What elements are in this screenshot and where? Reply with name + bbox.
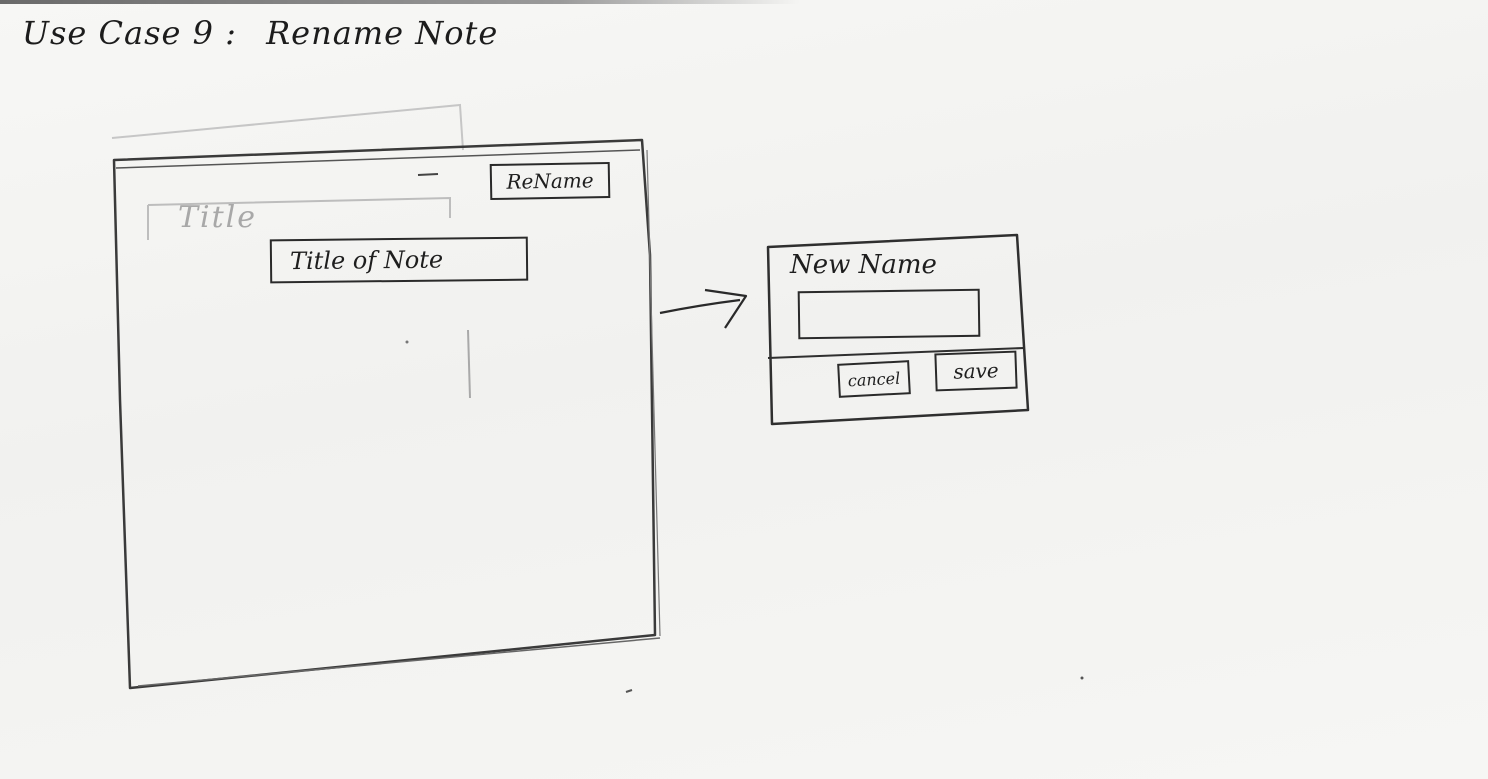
use-case-heading: Use Case 9 : Rename Note	[22, 14, 498, 52]
dialog-footer-divider	[767, 347, 1025, 359]
note-window-bottom-double	[137, 637, 661, 687]
use-case-number: Use Case 9 :	[22, 14, 237, 52]
faint-vertical-stroke	[467, 329, 471, 399]
save-button[interactable]: save	[934, 350, 1018, 392]
rename-dialog-title: New Name	[790, 250, 937, 280]
use-case-name: Rename Note	[266, 14, 499, 52]
paper-speck	[1080, 676, 1084, 680]
rename-dialog-frame	[766, 233, 1030, 426]
paper-speck	[405, 340, 409, 344]
rename-button[interactable]: ReName	[489, 161, 611, 201]
pen-mark	[417, 173, 439, 176]
paper-speck	[625, 689, 633, 693]
ghost-title-label: Title	[178, 200, 258, 235]
paper-top-edge	[0, 0, 800, 4]
faint-inner-box	[147, 196, 451, 240]
transition-arrow-head	[704, 288, 748, 329]
note-title-field[interactable]: Title of Note	[269, 236, 529, 284]
note-window-frame-double	[115, 149, 641, 169]
cancel-button[interactable]: cancel	[837, 360, 911, 398]
note-window-right-double	[646, 149, 661, 637]
faint-back-sheet	[111, 103, 464, 151]
new-name-input[interactable]	[797, 288, 981, 340]
note-window-frame	[112, 138, 657, 690]
transition-arrow-icon	[659, 298, 741, 315]
